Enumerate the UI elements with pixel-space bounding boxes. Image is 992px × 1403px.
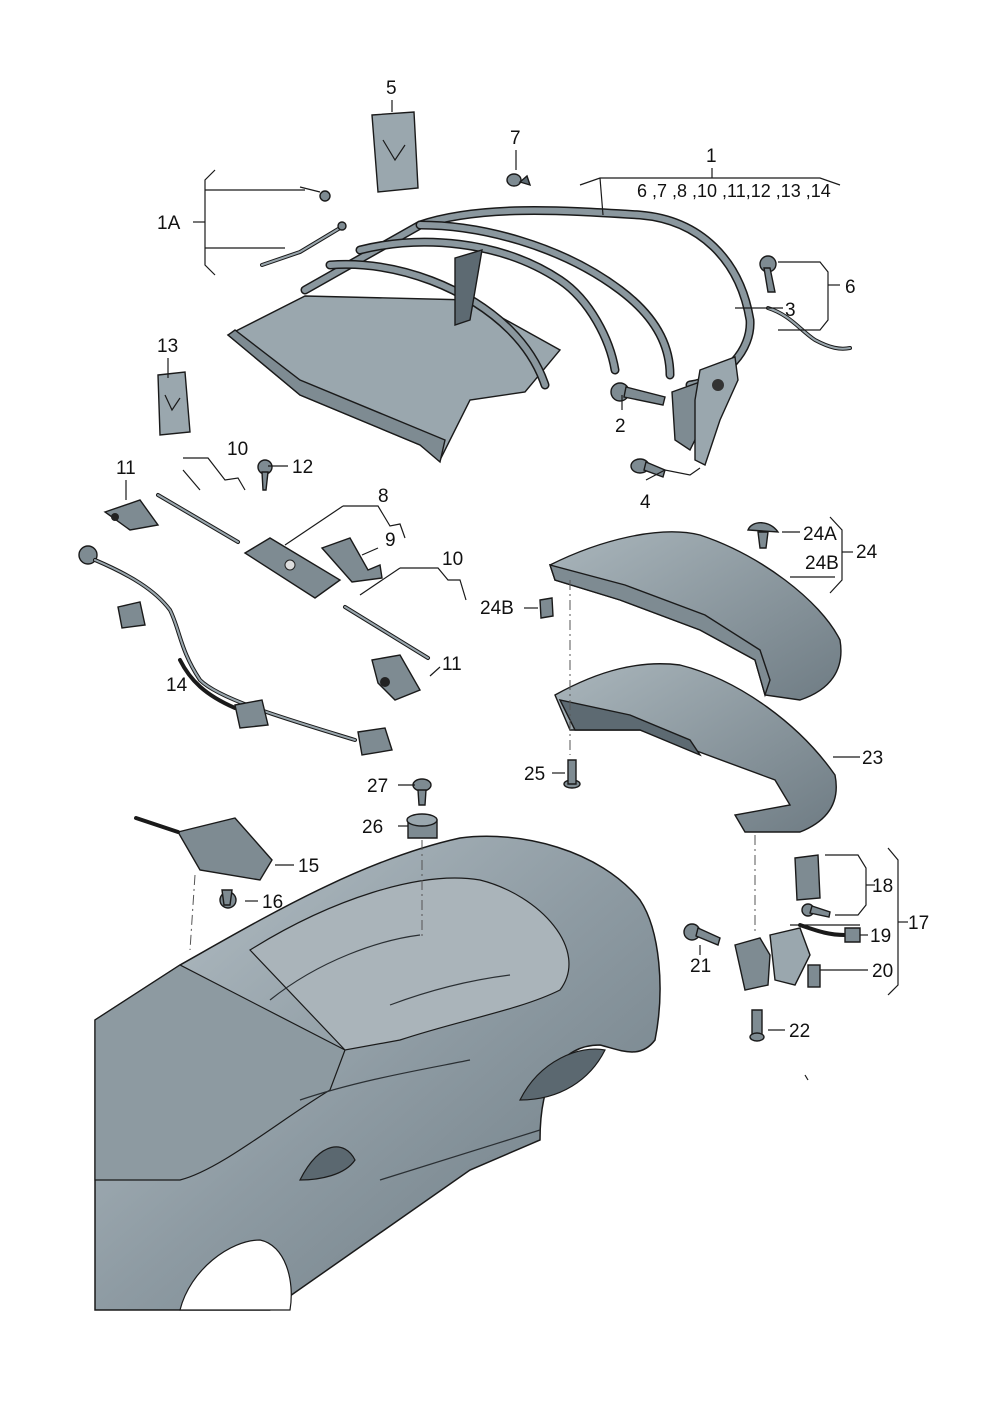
nut-part-4 [630,458,666,478]
label-4: 4 [640,492,651,513]
label-24B-left: 24B [480,598,514,619]
label-24: 24 [856,542,878,563]
bracket-part-11-right [371,654,422,701]
leader-lines [125,100,908,1081]
screw-cable-part-6 [759,255,852,351]
callout-labels: 5 7 1 6 ,7 ,8 ,10 ,11,12 ,13 ,14 1A 6 13… [116,78,929,1042]
label-25: 25 [524,764,545,785]
car-body [94,835,661,1311]
label-1A: 1A [157,213,181,234]
label-11-right: 11 [442,654,462,675]
label-1: 1 [706,146,717,167]
main-pillar-bracket [671,356,739,466]
screw-part-16 [219,889,237,909]
label-18: 18 [872,876,893,897]
label-10-upper: 10 [227,439,248,460]
label-6: 6 [845,277,856,298]
label-16: 16 [262,892,283,913]
label-12: 12 [292,457,313,478]
cover-part-24 [548,531,842,701]
lock-part-17 [734,927,811,991]
label-8: 8 [378,486,389,507]
label-15: 15 [298,856,319,877]
label-21: 21 [690,956,711,977]
plate-part-8 [243,537,342,599]
rod-part-10-lower [343,605,430,660]
cable-part-1A [260,186,347,267]
label-3: 3 [785,300,796,321]
label-10-lower: 10 [442,549,463,570]
harness-part-14 [78,545,393,756]
bolt-part-21 [683,923,721,946]
grommet-part-26 [406,813,438,839]
label-23: 23 [862,748,883,769]
tray-part-23 [554,663,837,833]
label-22: 22 [789,1021,810,1042]
switch-part-15 [134,816,273,881]
label-1-list: 6 ,7 ,8 ,10 ,11,12 ,13 ,14 [637,181,831,201]
sensor-part-19 [798,923,861,943]
top-frame-assembly [226,206,755,464]
label-24B-right: 24B [805,553,839,574]
label-11-left: 11 [116,458,136,479]
bag-part-13 [157,371,191,436]
label-26: 26 [362,817,383,838]
label-9: 9 [385,530,396,551]
label-14: 14 [166,675,188,696]
label-20: 20 [872,961,893,982]
label-13: 13 [157,336,178,357]
bracket-part-11-left [103,499,160,531]
rod-part-10-upper [156,493,240,544]
screw-part-18b [801,903,831,918]
screw-part-25 [563,759,581,789]
screw-part-12 [257,459,273,491]
cap-part-24A [746,522,780,549]
bracket-part-18 [794,854,821,901]
bolt-part-2 [610,382,666,406]
clip-part-7 [506,173,532,187]
screw-part-27 [412,778,432,806]
label-2: 2 [615,416,626,437]
label-17: 17 [908,913,929,934]
bag-part-5 [371,111,419,193]
label-27: 27 [367,776,388,797]
spring-part-20 [807,964,821,988]
centerline-15 [189,874,196,951]
label-19: 19 [870,926,891,947]
clip-part-24B [539,597,554,619]
motor-part-9 [320,537,383,583]
label-7: 7 [510,128,521,149]
label-24A: 24A [803,524,837,545]
label-5: 5 [386,78,397,99]
bolt-part-22 [749,1009,765,1042]
